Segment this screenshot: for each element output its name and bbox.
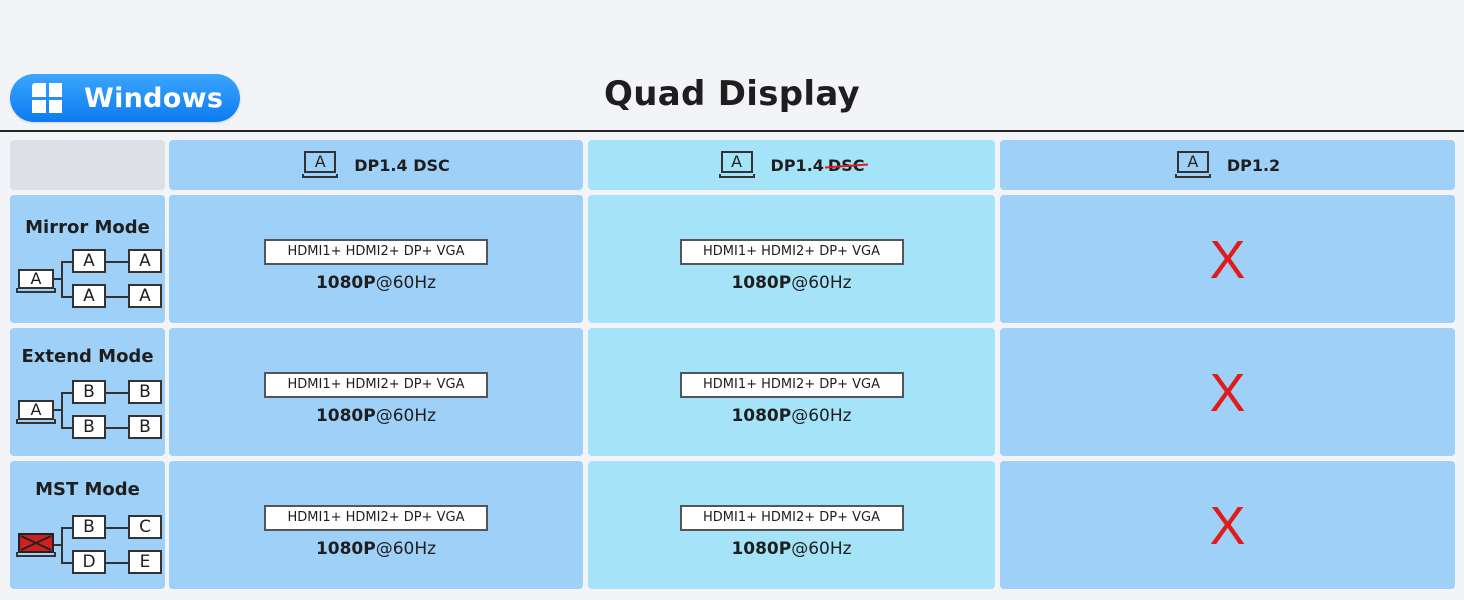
port-combo-label: HDMI1+ HDMI2+ DP+ VGA bbox=[264, 505, 488, 531]
spec-cell: HDMI1+ HDMI2+ DP+ VGA 1080P@60Hz bbox=[169, 461, 583, 589]
unsupported-source-monitor-icon bbox=[16, 533, 56, 557]
mode-label: Mirror Mode bbox=[25, 217, 150, 238]
port-combo-label: HDMI1+ HDMI2+ DP+ VGA bbox=[264, 372, 488, 398]
title-divider bbox=[0, 130, 1464, 132]
monitor-icon: A bbox=[718, 151, 755, 179]
column-header-dp12: A DP1.2 bbox=[1000, 140, 1455, 190]
display-box: B bbox=[72, 380, 106, 404]
source-monitor-icon: A bbox=[16, 400, 56, 424]
display-box: B bbox=[72, 515, 106, 539]
resolution-text: 1080P@60Hz bbox=[315, 539, 437, 559]
display-box: A bbox=[72, 284, 106, 308]
row-label-mirror-mode: Mirror Mode A A A A A bbox=[10, 195, 165, 323]
resolution-text: 1080P@60Hz bbox=[731, 273, 852, 293]
display-box: B bbox=[72, 415, 106, 439]
row-label-mst-mode: MST Mode B C D E bbox=[10, 461, 165, 589]
unsupported-cell: X bbox=[1000, 195, 1455, 323]
display-box: D bbox=[72, 550, 106, 574]
mirror-mode-diagram: A A A A A bbox=[10, 247, 166, 329]
spec-cell: HDMI1+ HDMI2+ DP+ VGA 1080P@60Hz bbox=[169, 195, 583, 323]
mode-label: Extend Mode bbox=[21, 346, 154, 367]
unsupported-x-icon: X bbox=[1209, 363, 1246, 423]
spec-cell: HDMI1+ HDMI2+ DP+ VGA 1080P@60Hz bbox=[588, 328, 995, 456]
spec-cell: HDMI1+ HDMI2+ DP+ VGA 1080P@60Hz bbox=[169, 328, 583, 456]
monitor-icon: A bbox=[302, 151, 339, 179]
os-label: Windows bbox=[84, 82, 224, 114]
display-box: C bbox=[128, 515, 162, 539]
display-box: B bbox=[128, 415, 162, 439]
unsupported-cell: X bbox=[1000, 461, 1455, 589]
display-box: B bbox=[128, 380, 162, 404]
column-label: DP1.4 DSC bbox=[354, 155, 450, 175]
port-combo-label: HDMI1+ HDMI2+ DP+ VGA bbox=[679, 239, 904, 265]
port-combo-label: HDMI1+ HDMI2+ DP+ VGA bbox=[264, 239, 488, 265]
column-label: DP1.4 bbox=[770, 155, 824, 175]
display-box: A bbox=[128, 284, 162, 308]
display-box: A bbox=[128, 249, 162, 273]
column-header-dp14: A DP1.4 DSC bbox=[588, 140, 995, 190]
mode-label: MST Mode bbox=[35, 479, 140, 500]
source-monitor-icon: A bbox=[16, 269, 56, 293]
windows-logo-icon bbox=[32, 83, 62, 113]
corner-cell bbox=[10, 140, 165, 190]
resolution-text: 1080P@60Hz bbox=[315, 406, 437, 426]
display-box: A bbox=[72, 249, 106, 273]
extend-mode-diagram: A B B B B bbox=[10, 378, 166, 460]
port-combo-label: HDMI1+ HDMI2+ DP+ VGA bbox=[679, 505, 904, 531]
unsupported-x-icon: X bbox=[1209, 230, 1246, 290]
column-label: DP1.2 bbox=[1226, 155, 1281, 175]
spec-cell: HDMI1+ HDMI2+ DP+ VGA 1080P@60Hz bbox=[588, 461, 995, 589]
port-combo-label: HDMI1+ HDMI2+ DP+ VGA bbox=[679, 372, 904, 398]
windows-badge: Windows bbox=[10, 74, 240, 122]
resolution-text: 1080P@60Hz bbox=[731, 406, 852, 426]
spec-cell: HDMI1+ HDMI2+ DP+ VGA 1080P@60Hz bbox=[588, 195, 995, 323]
row-label-extend-mode: Extend Mode A B B B B bbox=[10, 328, 165, 456]
unsupported-cell: X bbox=[1000, 328, 1455, 456]
display-box: E bbox=[128, 550, 162, 574]
column-header-dp14-dsc: A DP1.4 DSC bbox=[169, 140, 583, 190]
resolution-text: 1080P@60Hz bbox=[731, 539, 852, 559]
unsupported-x-icon: X bbox=[1209, 496, 1246, 556]
monitor-icon: A bbox=[1174, 151, 1211, 179]
struck-dsc-label: DSC bbox=[827, 155, 865, 175]
resolution-text: 1080P@60Hz bbox=[315, 273, 437, 293]
page-title: Quad Display bbox=[604, 74, 860, 114]
mst-mode-diagram: B C D E bbox=[10, 513, 166, 595]
